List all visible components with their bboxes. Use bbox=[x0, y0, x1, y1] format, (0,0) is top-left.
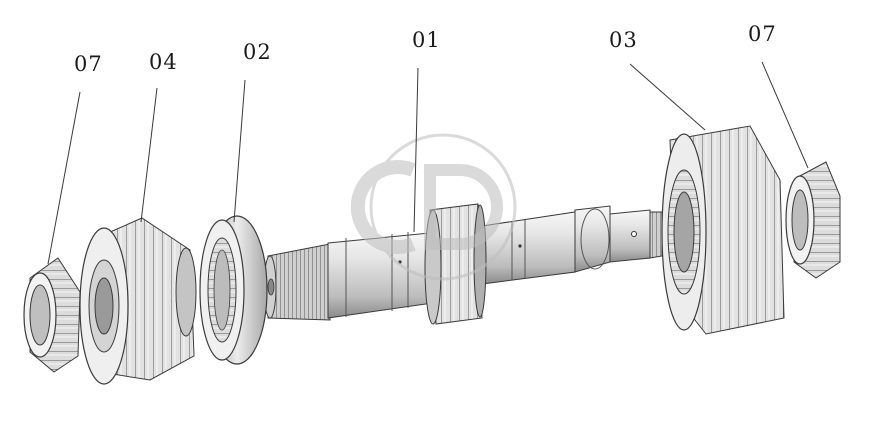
tapered-bearing-right bbox=[785, 161, 841, 279]
leader-line-02 bbox=[233, 79, 246, 223]
leader-line-03 bbox=[629, 63, 706, 131]
tapered-bearing-left bbox=[23, 257, 81, 373]
leader-line-07-right bbox=[761, 61, 809, 169]
callout-label-07-right: 07 bbox=[748, 22, 777, 46]
callout-label-02: 02 bbox=[243, 40, 272, 64]
leader-line-07-left bbox=[47, 91, 81, 265]
callout-label-04: 04 bbox=[149, 50, 178, 74]
synchronizer-ring-02 bbox=[199, 215, 268, 365]
helical-gear-03 bbox=[661, 125, 785, 335]
callout-label-01: 01 bbox=[412, 28, 441, 52]
leader-line-01 bbox=[413, 67, 419, 233]
callout-label-03: 03 bbox=[609, 28, 638, 52]
helical-gear-04 bbox=[79, 217, 197, 385]
leader-lines bbox=[47, 61, 809, 265]
cd-logo-watermark bbox=[350, 133, 517, 281]
leader-line-04 bbox=[140, 87, 158, 223]
callout-label-07-left: 07 bbox=[74, 52, 103, 76]
